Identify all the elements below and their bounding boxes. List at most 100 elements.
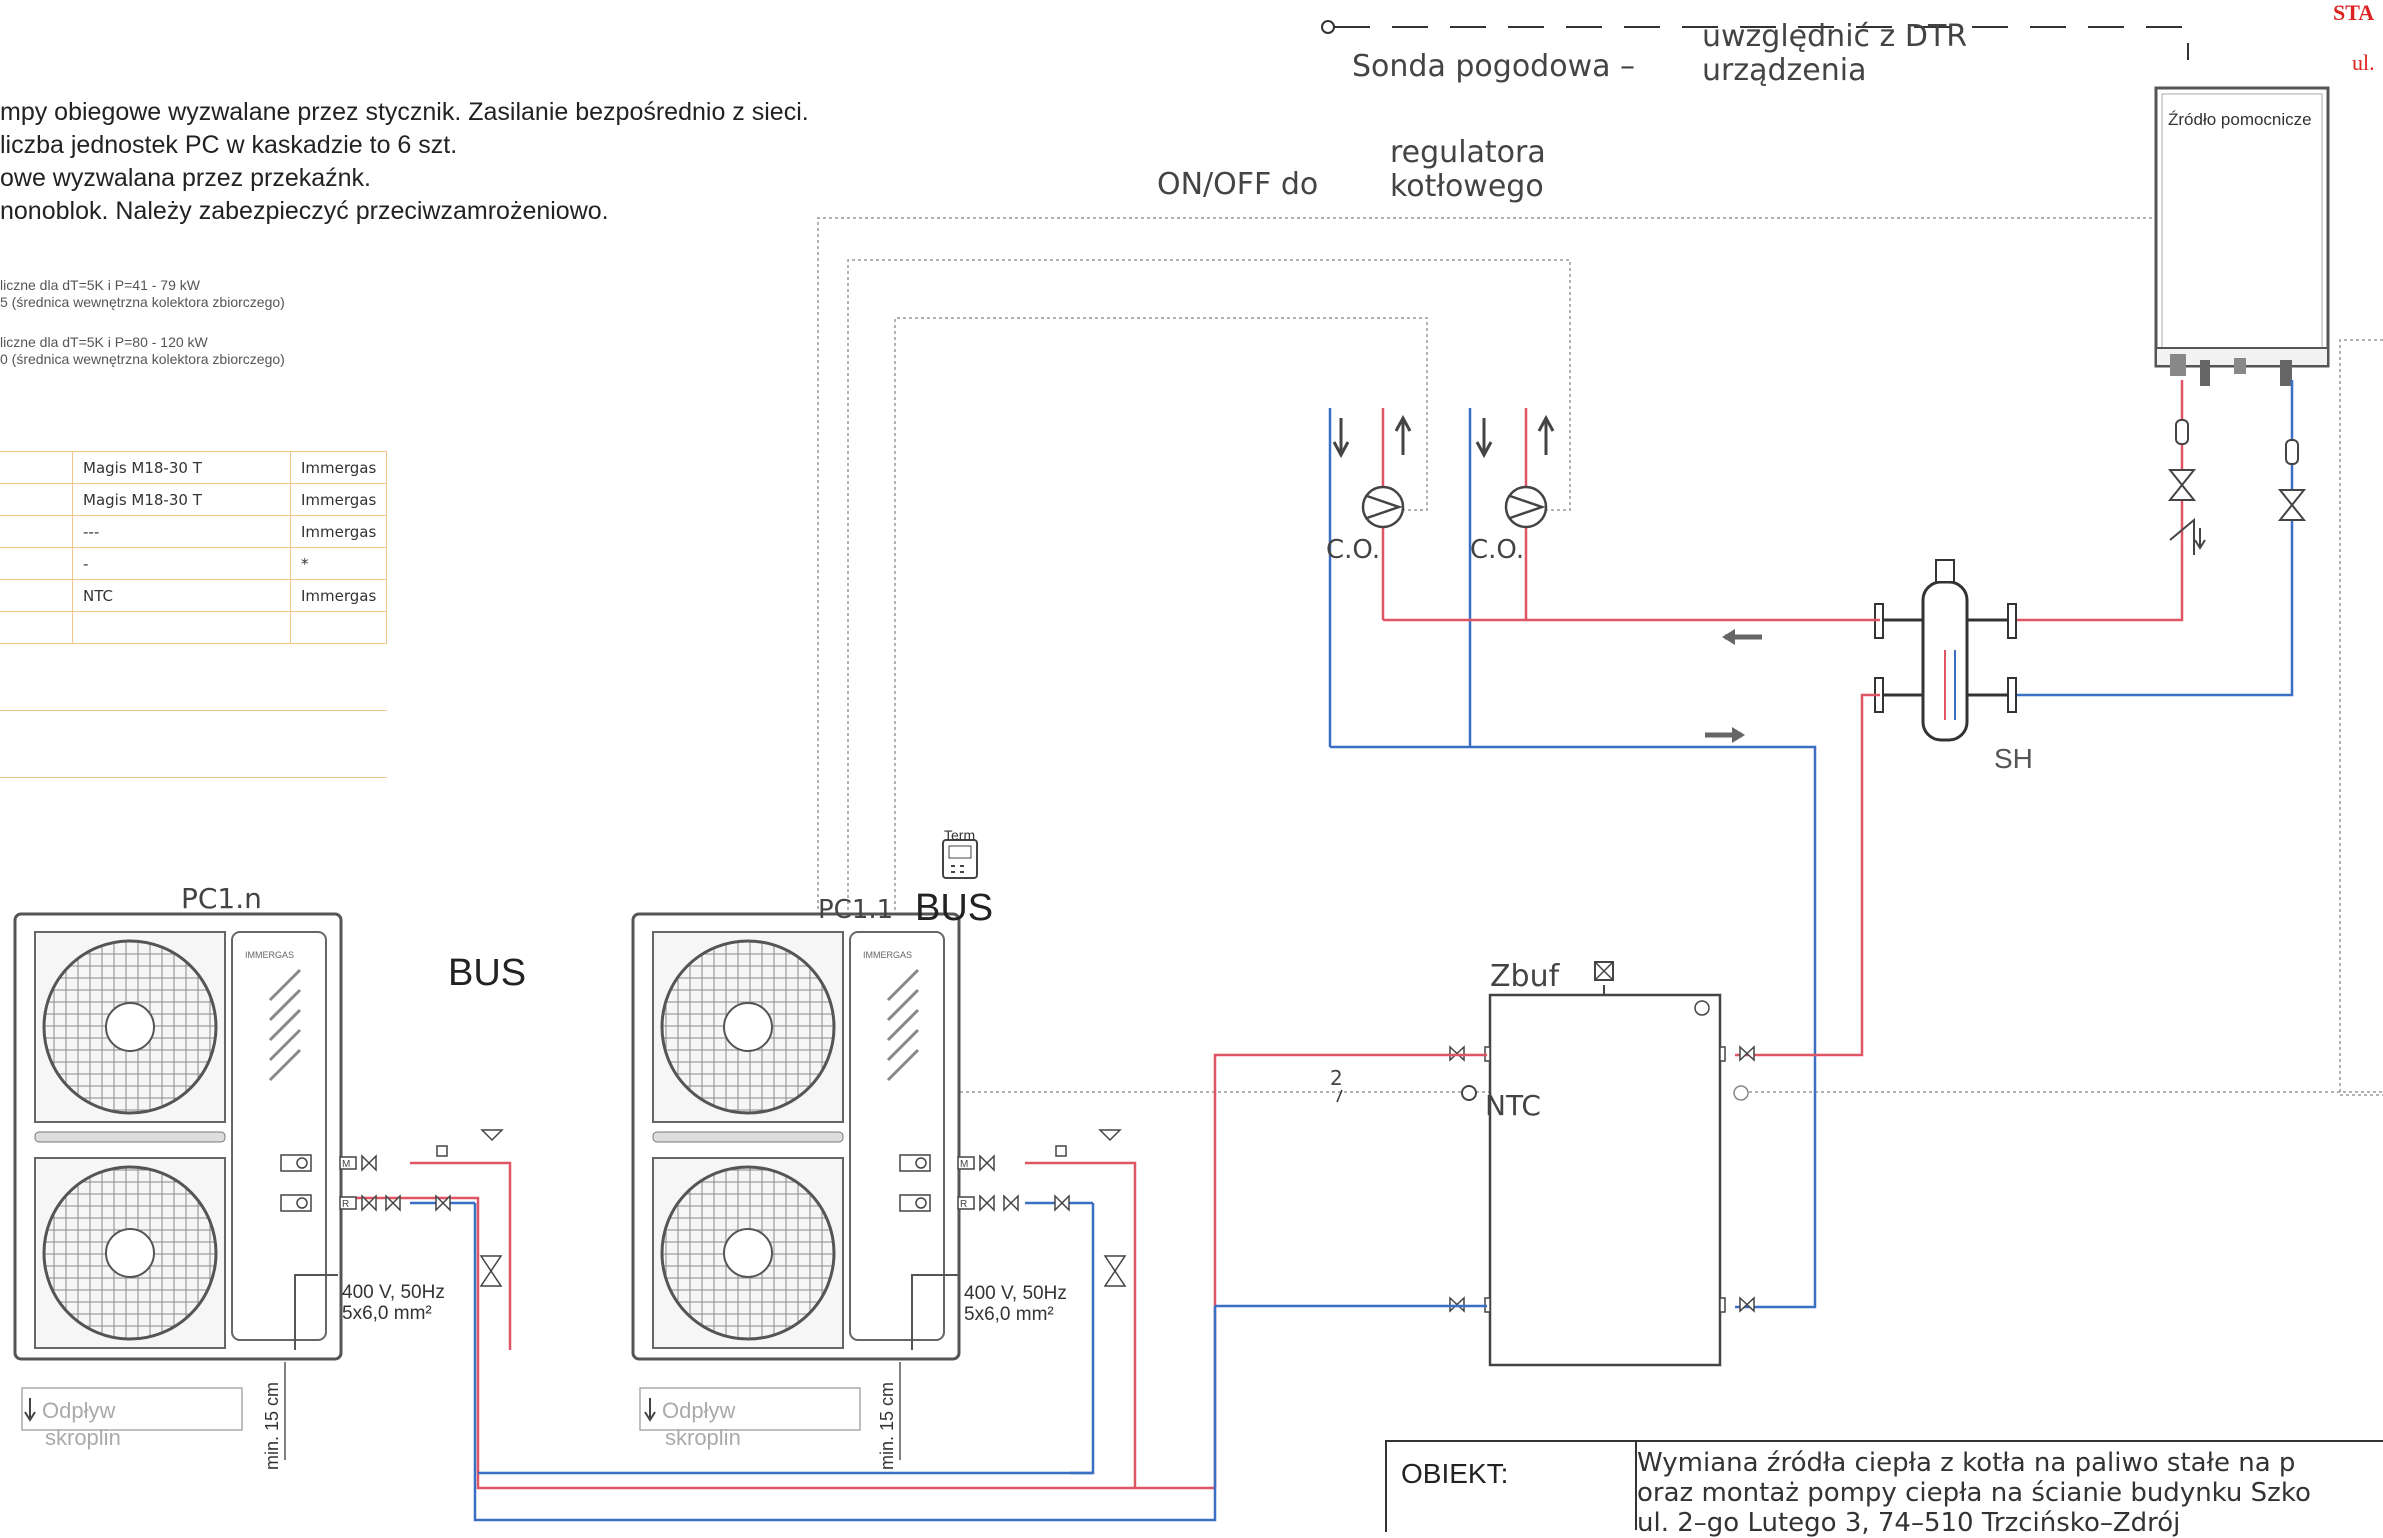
- hp2-fittings: [899, 1129, 1127, 1287]
- weather-sensor-label: Sonda pogodowa –: [1352, 49, 1635, 84]
- drain-label-1b: skroplin: [45, 1425, 121, 1450]
- table-cell: [0, 483, 73, 516]
- drain-label-2a: Odpływ: [662, 1398, 735, 1423]
- regulator-label: regulatora: [1390, 135, 1546, 170]
- co-label-1: C.O.: [1326, 535, 1380, 565]
- heating-circuit-2: [1468, 408, 1555, 747]
- table-cell: [0, 547, 73, 580]
- table-cell: Immergas: [289, 483, 388, 516]
- design-notes: mpy obiegowe wyzwalane przez stycznik. Z…: [0, 96, 809, 228]
- power-label-2b: 5x6,0 mm²: [964, 1304, 1054, 1325]
- power-cable-1: [294, 1274, 338, 1350]
- auxiliary-heat-source: [2154, 86, 2330, 386]
- hp1-supply-stub: [410, 1161, 512, 1350]
- aux-return-pipe: [1890, 380, 2294, 697]
- heating-circuit-1: [1328, 408, 1412, 747]
- hp2-return-pipe: [1070, 1203, 1095, 1475]
- table-cell: Immergas: [289, 515, 388, 548]
- heat-pump-pc1n: [13, 912, 343, 1361]
- boiler-regulator-label: kotłowego: [1390, 169, 1544, 204]
- buffer-tank: [1461, 961, 1749, 1367]
- condensate-drain-2: [639, 1387, 861, 1431]
- table-cell: Immergas: [289, 451, 388, 484]
- title-block-label-cell: OBIEKT:: [1387, 1442, 1637, 1530]
- auxiliary-source-label: Źródło pomocnicze: [2168, 110, 2312, 129]
- distribution-return-pipe: [1330, 745, 1817, 1309]
- stamp-text: ul.: [2352, 50, 2375, 75]
- separator-to-buffer-pipe: [1735, 693, 1880, 1057]
- table-cell: Immergas: [289, 579, 388, 612]
- drain-label-2b: skroplin: [665, 1425, 741, 1450]
- bus-label-2: BUS: [915, 887, 993, 929]
- power-label-1b: 5x6,0 mm²: [342, 1303, 432, 1324]
- hp2-supply-pipe: [1025, 1161, 1137, 1488]
- pc1n-label: PC1.n: [181, 882, 262, 915]
- control-signal-lines: [817, 217, 2383, 1096]
- note-line: mpy obiegowe wyzwalane przez stycznik. Z…: [0, 98, 809, 126]
- aux-valves: [2167, 419, 2307, 555]
- weather-sensor-line: [1321, 20, 2189, 60]
- table-row: [0, 710, 387, 778]
- hp1-valve-r: R: [342, 1199, 349, 1210]
- small-note: liczne dla dT=5K i P=41 - 79 kW: [0, 277, 200, 293]
- table-cell: [0, 643, 387, 711]
- power-label-1a: 400 V, 50Hz: [342, 1282, 445, 1303]
- heat-pump-pc11: [631, 912, 961, 1361]
- cable-count-label: 2: [1330, 1066, 1343, 1090]
- table-cell: Magis M18-30 T: [72, 483, 291, 516]
- table-cell: ---: [72, 515, 291, 548]
- objekt-label: OBIEKT:: [1401, 1458, 1509, 1489]
- description-line: Wymiana źródła ciepła z kotła na paliwo …: [1637, 1448, 2296, 1478]
- table-cell: [0, 579, 73, 612]
- hp2-valve-r: R: [960, 1199, 967, 1210]
- hp1-fittings: [280, 1129, 504, 1287]
- pc1n-brand: IMMERGAS: [245, 950, 294, 960]
- table-cell: *: [289, 547, 388, 580]
- small-note: 0 (średnica wewnętrzna kolektora zbiorcz…: [0, 351, 285, 367]
- pc11-brand: IMMERGAS: [863, 950, 912, 960]
- small-note: 5 (średnica wewnętrzna kolektora zbiorcz…: [0, 294, 285, 310]
- stamp-text: STA: [2333, 0, 2375, 25]
- flow-arrows: [1705, 629, 1762, 743]
- hydraulic-separator: [1874, 559, 2017, 742]
- ntc-sensor-label: NTC: [1485, 1089, 1541, 1122]
- small-note: liczne dla dT=5K i P=80 - 120 kW: [0, 334, 208, 350]
- co-label-2: C.O.: [1470, 535, 1524, 565]
- min-height-label-2: min. 15 cm: [877, 1382, 897, 1470]
- table-cell: [289, 611, 388, 644]
- title-block-description: Wymiana źródła ciepła z kotła na paliwo …: [1637, 1448, 2311, 1538]
- table-cell: [0, 451, 73, 484]
- table-row: [0, 611, 388, 644]
- note-line: nonoblok. Należy zabezpieczyć przeciwzam…: [0, 197, 609, 225]
- table-row: -*: [0, 547, 388, 580]
- pc11-label: PC1.1: [818, 895, 893, 925]
- table-cell: Magis M18-30 T: [72, 451, 291, 484]
- onoff-label: ON/OFF do: [1157, 167, 1318, 202]
- table-cell: [0, 710, 387, 778]
- table-row: ---Immergas: [0, 515, 388, 548]
- room-thermostat: [942, 839, 978, 879]
- separator-label: SH: [1994, 743, 2033, 774]
- buffer-tank-label: Zbuf: [1490, 959, 1561, 994]
- buffer-valves: [1449, 1045, 1755, 1313]
- description-line: oraz montaż pompy ciepła na ścianie budy…: [1637, 1478, 2311, 1508]
- table-cell: [72, 611, 291, 644]
- table-row: [0, 643, 387, 711]
- min-height-label-1: min. 15 cm: [262, 1382, 282, 1470]
- thermostat-label: Term: [944, 827, 975, 843]
- condensate-drain-1: [21, 1387, 243, 1431]
- table-cell: -: [72, 547, 291, 580]
- drain-label-1a: Odpływ: [42, 1398, 115, 1423]
- table-cell: NTC: [72, 579, 291, 612]
- dtr-label-1: uwzględnić z DTR: [1702, 19, 1967, 54]
- aux-supply-pipe: [1880, 380, 2184, 622]
- title-block: OBIEKT: Wymiana źródła ciepła z kotła na…: [1385, 1440, 2383, 1538]
- power-cable-2: [911, 1274, 960, 1350]
- dtr-label-2: urządzenia: [1702, 53, 1866, 88]
- hp2-valve-m: M: [960, 1159, 968, 1170]
